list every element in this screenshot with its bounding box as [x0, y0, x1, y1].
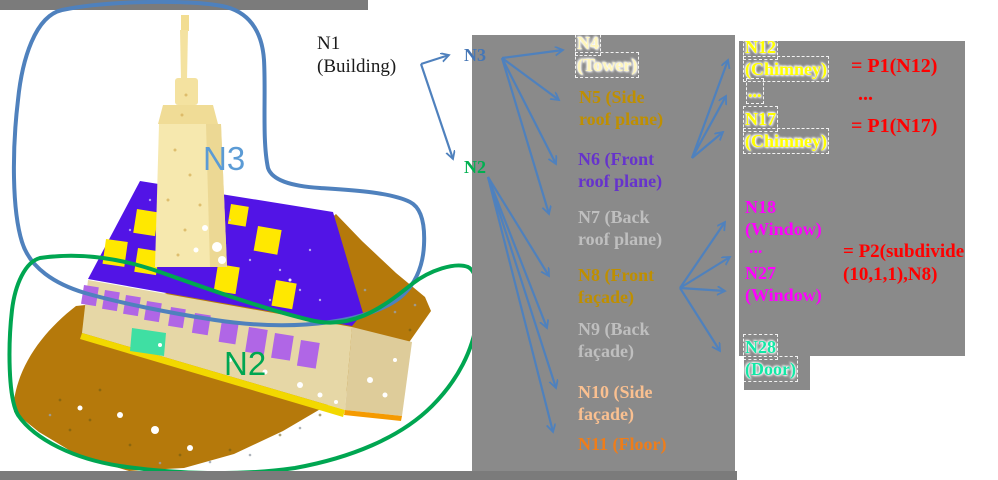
node-label: N12	[743, 34, 778, 60]
edge-n2-n10	[486, 176, 556, 388]
edge-n3-n5	[501, 57, 559, 100]
rule-annotation-p1-n17: = P1(N17)	[851, 114, 937, 138]
node-label: (Tower)	[574, 52, 640, 78]
edge-n6-n12	[690, 60, 728, 159]
tree-node-n10: N10 (Side façade)	[578, 381, 653, 425]
node-label: (Chimney)	[743, 56, 829, 82]
annotation-text: ...	[858, 83, 873, 105]
rule-annotation-p2-n8: = P2(subdivide (10,1,1),N8)	[843, 240, 964, 286]
door-segment	[130, 328, 166, 356]
node-label: N9 (Back	[578, 319, 650, 339]
n3-region-outline	[11, 0, 427, 328]
tree-node-n17: N17 (Chimney)	[743, 106, 829, 154]
top-gray-bar	[0, 0, 368, 10]
side-facade-segment	[345, 327, 412, 416]
node-label: roof plane)	[578, 171, 663, 191]
edge-n3-n4	[501, 50, 563, 60]
node-label: façade)	[578, 287, 634, 307]
node-label: N17	[743, 106, 778, 132]
tree-node-n12: N12 (Chimney)	[743, 34, 829, 82]
node-label: ...	[749, 237, 763, 257]
node-label: N1	[317, 33, 341, 54]
base-strip-yellow	[80, 333, 345, 417]
rule-annotation-ellipsis: ...	[858, 82, 873, 106]
annotation-text: = P2(subdivide	[843, 241, 965, 262]
node-label: N28	[743, 334, 778, 360]
node-label: N8 (Front	[578, 265, 655, 285]
image-label-n3: N3	[203, 140, 246, 177]
tree-node-n8: N8 (Front façade)	[578, 264, 654, 308]
tree-node-ellipsis-window: ...	[749, 236, 763, 258]
node-label: façade)	[578, 341, 634, 361]
node-label: roof plane)	[578, 229, 663, 249]
tree-node-n9: N9 (Back façade)	[578, 318, 650, 362]
edge-n6-dots	[691, 96, 726, 159]
node-label: N6 (Front	[578, 149, 655, 169]
node-label: (Window)	[745, 285, 822, 305]
edge-n3-n6	[501, 57, 556, 164]
node-label: façade)	[578, 404, 634, 424]
node-label: N10 (Side	[578, 382, 653, 402]
tree-node-n5: N5 (Side roof plane)	[579, 86, 663, 130]
edge-n3-n7	[500, 57, 549, 214]
annotation-text: (10,1,1),N8)	[843, 264, 938, 285]
node-label: N18	[745, 197, 776, 217]
edge-n8-n27	[679, 288, 725, 291]
node-label: roof plane)	[579, 109, 664, 129]
image-label-n2: N2	[224, 345, 267, 382]
annotation-text: = P1(N12)	[851, 55, 938, 77]
node-label: N4	[575, 30, 601, 56]
edge-n8-n18	[679, 222, 725, 289]
node-label: N7 (Back	[578, 207, 650, 227]
tree-node-n6: N6 (Front roof plane)	[578, 148, 662, 192]
edge-n8-dots	[679, 257, 730, 289]
tree-node-n27: N27 (Window)	[745, 262, 822, 306]
tree-node-n4: N4 (Tower)	[574, 30, 640, 78]
edge-n2-n9	[486, 176, 547, 328]
tree-node-ellipsis-chimney: ...	[746, 78, 764, 104]
node-label: N3	[464, 45, 486, 65]
edge-n1-n3	[420, 55, 449, 66]
node-label: (Window)	[745, 219, 822, 239]
edge-n2-n8	[487, 176, 549, 276]
node-label: (Door)	[743, 356, 798, 382]
node-label: (Building)	[317, 56, 397, 77]
node-label: (Chimney)	[743, 128, 829, 154]
gray-panel-middle	[472, 35, 735, 480]
edge-n6-n17	[691, 132, 723, 159]
node-label: ...	[746, 78, 764, 104]
tree-node-n1: N1 (Building)	[317, 32, 396, 78]
n2-region-outline	[7, 253, 480, 476]
wall-holes	[158, 343, 397, 404]
gray-panel-right	[739, 41, 965, 356]
tree-node-n3: N3	[464, 44, 486, 66]
tree-node-n2: N2	[464, 156, 486, 178]
edge-n8-n28	[679, 287, 720, 351]
tree-node-n7: N7 (Back roof plane)	[578, 206, 662, 250]
node-label: N5 (Side	[579, 87, 645, 107]
gray-box-n28	[744, 336, 810, 390]
tree-node-n28: N28 (Door)	[743, 334, 798, 382]
node-label: N2	[464, 157, 486, 177]
tree-node-n18: N18 (Window)	[745, 196, 822, 240]
tree-node-n11: N11 (Floor)	[578, 433, 666, 455]
edge-n2-n11	[486, 176, 553, 432]
base-strip-orange	[344, 410, 402, 421]
rule-annotation-p1-n12: = P1(N12)	[851, 54, 937, 78]
roof-windows	[102, 204, 297, 310]
annotation-text: = P1(N17)	[851, 115, 938, 137]
edge-n1-n2	[419, 63, 453, 159]
building-point-cloud-image	[7, 0, 480, 476]
bottom-gray-bar	[0, 471, 737, 480]
tower-segment	[155, 15, 227, 267]
node-label: N11 (Floor)	[578, 434, 667, 454]
node-label: N27	[745, 263, 776, 283]
